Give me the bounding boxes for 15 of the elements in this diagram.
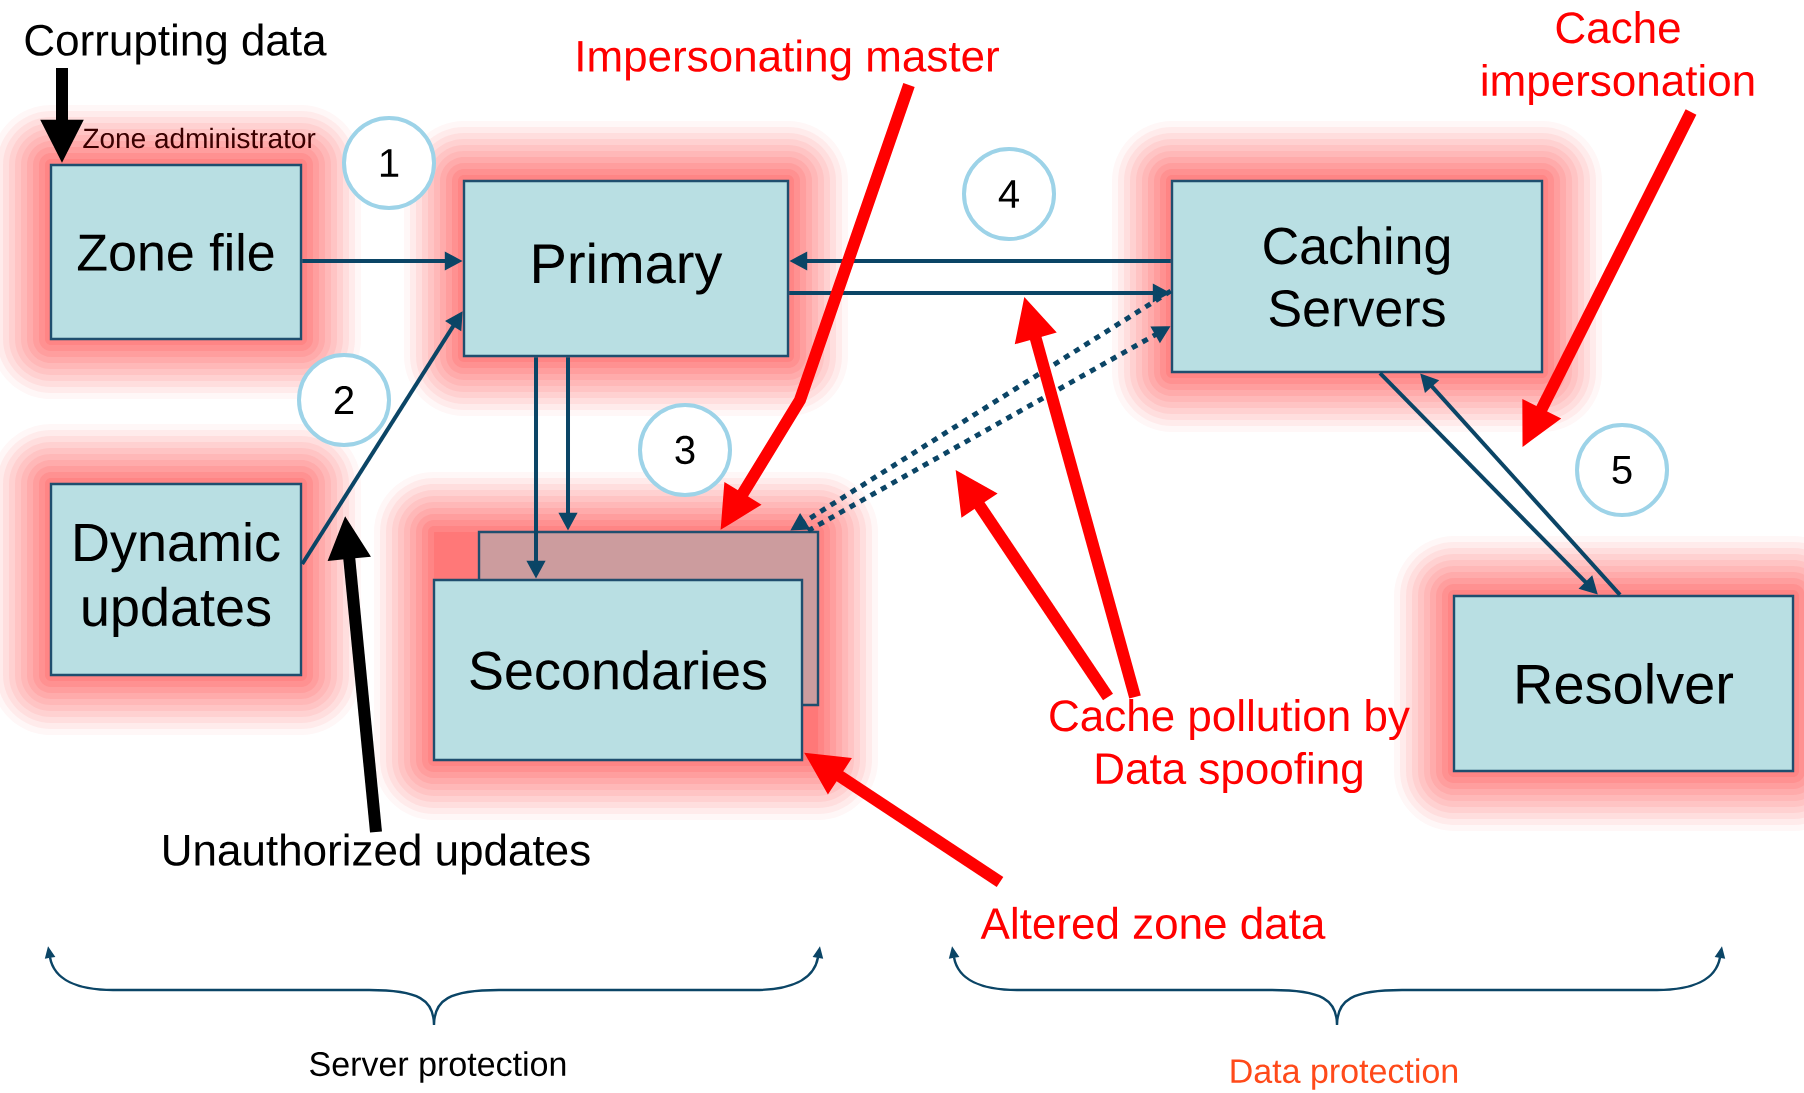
process-box: Resolver [1452, 594, 1795, 773]
process-box: Zone file [49, 163, 303, 341]
annotation-text: Cache pollution by Data spoofing [1050, 699, 1410, 793]
annotation-text: Impersonating master [578, 39, 999, 81]
process-box: Primary [462, 179, 790, 358]
annotation-text: Cache impersonation [1482, 11, 1754, 105]
annotation-text: Corrupting data [25, 23, 327, 65]
box-caption: Zone administrator [83, 127, 316, 149]
stacked-box: Secondaries [432, 530, 820, 762]
brace-label: Server protection [310, 1051, 566, 1083]
annotation-text: Altered zone data [980, 906, 1326, 940]
brace-label: Data protection [1231, 1058, 1458, 1090]
process-box: Caching Servers [1170, 179, 1544, 374]
annotation-text: Unauthorized updates [164, 833, 590, 875]
process-box: Dynamic updates [49, 482, 303, 677]
